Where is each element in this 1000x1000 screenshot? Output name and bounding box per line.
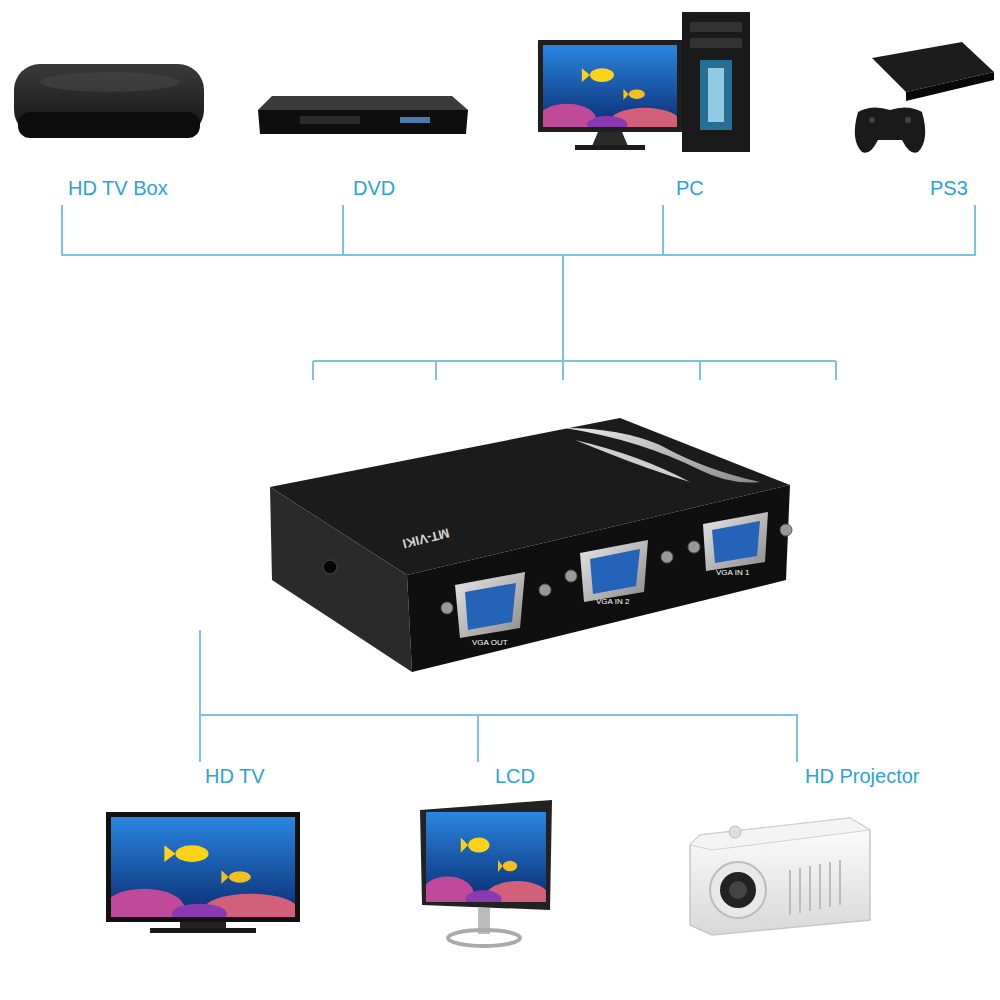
device-label: HD Projector — [805, 765, 919, 788]
device-label: HD TV — [205, 765, 265, 788]
tv-box-picture — [14, 64, 204, 138]
source-device: PC — [530, 5, 760, 205]
ps3-picture — [855, 42, 994, 153]
brand-label: MT-VIKI — [401, 524, 451, 550]
port-label: VGA OUT — [472, 638, 508, 647]
display-device: LCD — [410, 762, 580, 952]
display-device: HD Projector — [680, 762, 930, 937]
hd-tv-picture — [104, 812, 300, 933]
vga-switch-picture — [270, 418, 792, 672]
device-label: HD TV Box — [68, 177, 168, 200]
lcd-picture — [420, 800, 552, 946]
pc-picture — [538, 12, 750, 152]
device-label: LCD — [495, 765, 535, 788]
source-device: HD TV Box — [10, 45, 240, 205]
device-label: PS3 — [930, 177, 968, 200]
connector-line — [200, 691, 797, 762]
dvd-player-picture — [258, 96, 468, 134]
connector-line — [563, 205, 975, 360]
input-bracket — [313, 361, 836, 380]
output-stem — [199, 630, 201, 691]
device-label: PC — [676, 177, 704, 200]
connector-line — [200, 691, 478, 762]
source-device: PS3 — [840, 30, 990, 205]
connector-line — [62, 205, 563, 360]
display-device: HD TV — [100, 762, 310, 942]
connector-line — [343, 205, 563, 360]
vga-switch: MT-VIKI VGA OUT VGA IN 2 VGA IN 1 — [190, 360, 870, 691]
projector-picture — [690, 818, 870, 935]
port-label: VGA IN 2 — [596, 597, 629, 606]
device-label: DVD — [353, 177, 395, 200]
source-device: DVD — [250, 45, 480, 205]
port-label: VGA IN 1 — [716, 568, 749, 577]
connector-line — [563, 205, 663, 360]
